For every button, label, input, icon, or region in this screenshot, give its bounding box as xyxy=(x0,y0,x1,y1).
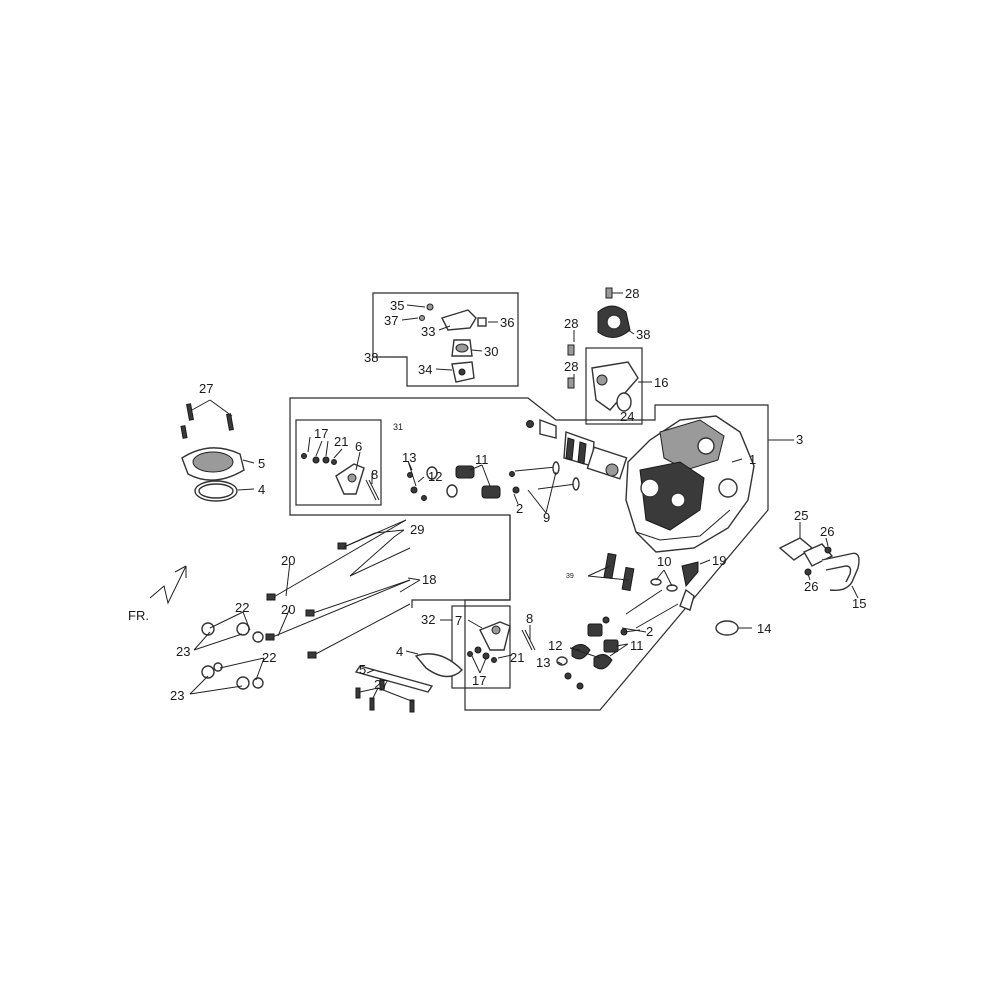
callout-23: 23 xyxy=(170,688,184,703)
rocker-arm-set-31 xyxy=(301,453,380,501)
callout-20: 20 xyxy=(281,553,295,568)
callout-17: 17 xyxy=(472,673,486,688)
callout-22: 22 xyxy=(262,650,276,665)
callout-27: 27 xyxy=(199,381,213,396)
stud-bolts xyxy=(265,519,411,659)
callout-12: 12 xyxy=(428,469,442,484)
callout-34: 34 xyxy=(418,362,432,377)
callout-37: 37 xyxy=(384,313,398,328)
upper-valve-train xyxy=(407,461,580,501)
callout-1: 1 xyxy=(749,452,756,467)
lower-cover-group xyxy=(354,653,463,713)
callout-22: 22 xyxy=(235,600,249,615)
callout-11: 11 xyxy=(475,452,489,467)
callout-8: 8 xyxy=(371,467,378,482)
callout-11: 11 xyxy=(630,638,644,653)
callout-19: 19 xyxy=(712,553,726,568)
callout-9: 9 xyxy=(543,510,550,525)
o-ring-14 xyxy=(715,620,739,636)
leader-lines xyxy=(189,292,859,703)
callout-26: 26 xyxy=(820,524,834,539)
oil-pump-group-frame xyxy=(372,292,519,387)
callout-28: 28 xyxy=(564,316,578,331)
callout-27: 27 xyxy=(374,677,388,692)
camshaft xyxy=(526,418,628,480)
rocker-arm-set-32 xyxy=(467,621,536,663)
callout-32: 32 xyxy=(421,612,435,627)
callout-5: 5 xyxy=(258,456,265,471)
callout-6: 6 xyxy=(355,439,362,454)
callout-33: 33 xyxy=(421,324,435,339)
callout-38: 38 xyxy=(636,327,650,342)
front-direction-arrow xyxy=(149,565,187,605)
callout-20: 20 xyxy=(281,602,295,617)
coolant-pipe xyxy=(778,537,860,592)
callout-21: 21 xyxy=(510,650,524,665)
rocker-arm-set-frame-31 xyxy=(295,419,382,506)
callout-36: 36 xyxy=(500,315,514,330)
cylinder-head-group-frame-lower xyxy=(411,515,511,608)
callout-5: 5 xyxy=(359,662,366,677)
callout-39: 39 xyxy=(566,573,574,580)
nuts-and-washers xyxy=(201,622,264,690)
thermostat-housing xyxy=(567,287,639,412)
callout-28: 28 xyxy=(625,286,639,301)
cylinder-head xyxy=(625,415,755,553)
callout-16: 16 xyxy=(654,375,668,390)
callout-30: 30 xyxy=(484,344,498,359)
callout-26: 26 xyxy=(804,579,818,594)
callout-13: 13 xyxy=(402,450,416,465)
callout-12: 12 xyxy=(548,638,562,653)
lower-valve-train xyxy=(556,552,699,690)
callout-38: 38 xyxy=(364,350,378,365)
callout-8: 8 xyxy=(526,611,533,626)
callout-14: 14 xyxy=(757,621,771,636)
callout-23: 23 xyxy=(176,644,190,659)
callout-24: 24 xyxy=(620,409,634,424)
callout-15: 15 xyxy=(852,596,866,611)
callout-10: 10 xyxy=(657,554,671,569)
callout-35: 35 xyxy=(390,298,404,313)
callout-4: 4 xyxy=(258,482,265,497)
oil-pump-assembly xyxy=(419,303,487,383)
callout-28: 28 xyxy=(564,359,578,374)
thermostat-group-frame xyxy=(585,347,643,425)
rocker-arm-set-frame-32 xyxy=(451,605,511,689)
callout-17: 17 xyxy=(314,426,328,441)
callout-4: 4 xyxy=(396,644,403,659)
callout-7: 7 xyxy=(455,613,462,628)
callout-2: 2 xyxy=(516,501,523,516)
part-callouts: 35 37 33 36 30 38 34 28 28 38 28 16 24 2… xyxy=(170,286,866,703)
callout-21: 21 xyxy=(334,434,348,449)
callout-3: 3 xyxy=(796,432,803,447)
callout-2: 2 xyxy=(646,624,653,639)
side-cover-group xyxy=(180,403,245,502)
front-direction-label: FR. xyxy=(128,608,149,623)
callout-13: 13 xyxy=(536,655,550,670)
callout-18: 18 xyxy=(422,572,436,587)
callout-29: 29 xyxy=(410,522,424,537)
callout-31: 31 xyxy=(393,422,403,432)
callout-25: 25 xyxy=(794,508,808,523)
